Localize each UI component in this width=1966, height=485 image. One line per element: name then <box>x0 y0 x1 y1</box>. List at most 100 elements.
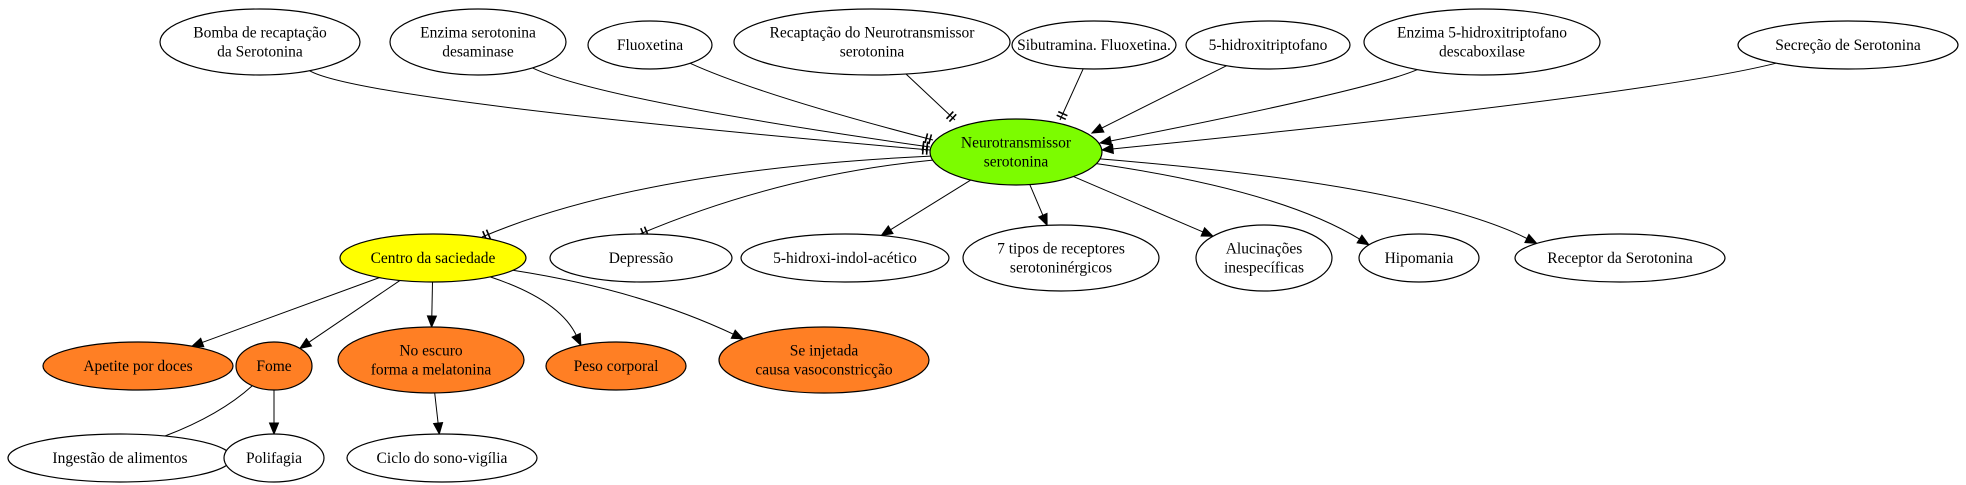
arrowhead <box>571 332 582 347</box>
node-ingestao-label-1: Ingestão de alimentos <box>52 450 187 467</box>
tee-mark <box>924 133 929 144</box>
arrowhead <box>1356 234 1371 246</box>
node-tipos-label-2: serotoninérgicos <box>1010 260 1112 277</box>
edge-line <box>431 281 433 318</box>
node-escuro-label-1: No escuro <box>399 343 463 360</box>
edge-neuro-to-alucinacoes <box>1073 176 1215 237</box>
edges-layer <box>164 62 1777 437</box>
arrowhead <box>1100 143 1114 155</box>
edge-hidroxitriptofano-to-neuro <box>1090 65 1227 134</box>
edge-line <box>1059 68 1084 121</box>
node-sibutramina-label-1: Sibutramina. Fluoxetina. <box>1017 37 1171 54</box>
edge-line <box>490 276 578 337</box>
node-secrecao-label-1: Secreção de Serotonina <box>1775 37 1921 54</box>
edge-neuro-to-hidroxiindol <box>880 179 971 237</box>
node-enzima-descaboxilase-label-1: Enzima 5-hidroxitriptofano <box>1397 25 1567 42</box>
arrowhead <box>1098 135 1113 146</box>
edge-centro-to-peso <box>490 276 582 347</box>
edge-line <box>1073 176 1204 233</box>
tee-mark <box>1056 114 1067 121</box>
node-polifagia-label-1: Polifagia <box>246 450 302 467</box>
arrowhead <box>432 422 444 436</box>
node-recaptacao: Recaptação do Neurotransmissor serotonina <box>733 8 1011 76</box>
node-hidroxiindol: 5-hidroxi-indol-acético <box>740 233 950 283</box>
node-ciclo-label-1: Ciclo do sono-vigília <box>377 450 508 467</box>
arrowhead <box>268 422 280 436</box>
node-injetada-label-1: Se injetada <box>790 343 859 360</box>
node-depressao-shape <box>549 233 733 283</box>
edge-line <box>889 179 971 231</box>
edge-bomba-to-neuro <box>309 70 931 155</box>
tee-mark <box>945 111 954 120</box>
node-injetada: Se injetada causa vasoconstricção <box>718 326 930 394</box>
edge-centro-to-apetite <box>190 277 380 348</box>
node-fluoxetina-shape <box>587 20 713 70</box>
node-neuro-label-2: serotonina <box>984 154 1049 171</box>
edge-fome-to-polifagia <box>268 390 280 436</box>
edge-line <box>689 62 934 141</box>
tee-mark <box>1057 110 1068 117</box>
tee-mark <box>928 134 933 145</box>
node-fome-shape <box>235 341 313 391</box>
node-recaptacao-label-2: serotonina <box>840 44 905 61</box>
node-peso: Peso corporal <box>545 341 687 391</box>
edge-recaptacao-to-neuro <box>905 73 957 123</box>
edge-centro-to-escuro <box>426 281 438 329</box>
edge-line <box>532 67 931 148</box>
edge-neuro-to-receptor <box>1100 158 1538 244</box>
node-injetada-label-2: causa vasoconstricção <box>755 362 893 379</box>
node-fome: Fome <box>235 341 313 391</box>
arrowhead <box>298 337 313 350</box>
node-fluoxetina: Fluoxetina <box>587 20 713 70</box>
arrowhead <box>1090 123 1105 134</box>
node-polifagia: Polifagia <box>223 433 325 483</box>
node-depressao-label-1: Depressão <box>609 250 674 267</box>
node-enzima-desaminase-shape <box>389 8 567 76</box>
arrowhead <box>426 315 438 329</box>
edge-centro-to-injetada <box>512 269 745 340</box>
node-sibutramina: Sibutramina. Fluoxetina. <box>1011 20 1177 70</box>
node-bomba-label-1: Bomba de recaptação <box>193 25 327 42</box>
edge-line <box>1100 158 1529 240</box>
edge-neuro-to-hipomania <box>1096 163 1371 246</box>
edge-line <box>639 159 933 235</box>
edge-line <box>1096 163 1361 241</box>
node-ciclo: Ciclo do sono-vigília <box>346 433 538 483</box>
node-fome-label-1: Fome <box>256 358 291 375</box>
node-bomba-shape <box>159 8 361 76</box>
node-depressao: Depressão <box>549 233 733 283</box>
edge-line <box>1029 184 1044 217</box>
node-recaptacao-label-1: Recaptação do Neurotransmissor <box>770 25 976 42</box>
arrowhead <box>730 329 745 340</box>
edge-line <box>512 269 735 336</box>
edge-line <box>1111 62 1777 150</box>
arrowhead <box>880 225 894 237</box>
arrowhead <box>190 337 205 348</box>
arrowhead <box>1524 233 1538 244</box>
node-apetite: Apetite por doces <box>42 341 234 391</box>
node-enzima-desaminase-label-2: desaminase <box>442 44 514 61</box>
node-hidroxitriptofano-label-1: 5-hidroxitriptofano <box>1209 37 1328 54</box>
edge-line <box>481 155 931 238</box>
edge-sibutramina-to-neuro <box>1056 68 1084 121</box>
edge-fluoxetina-to-neuro <box>689 62 934 145</box>
node-hipomania: Hipomania <box>1358 233 1480 283</box>
tee-mark <box>948 113 957 123</box>
node-hidroxitriptofano: 5-hidroxitriptofano <box>1185 20 1351 70</box>
node-secrecao-shape <box>1737 20 1959 70</box>
edge-line <box>201 277 380 344</box>
edge-line <box>434 392 439 425</box>
tee-mark <box>925 141 929 152</box>
edge-secrecao-to-neuro <box>1100 62 1777 155</box>
edge-centro-to-fome <box>298 279 401 350</box>
node-apetite-label-1: Apetite por doces <box>83 358 192 375</box>
node-peso-shape <box>545 341 687 391</box>
arrowhead <box>1200 226 1215 237</box>
